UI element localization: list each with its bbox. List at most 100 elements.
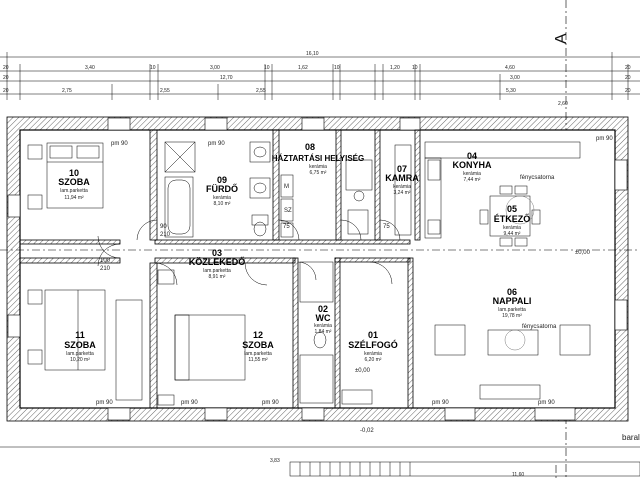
sill-label: pm 90 bbox=[538, 400, 555, 406]
room-floor: kerámia bbox=[393, 184, 411, 190]
room-floor: kerámia bbox=[314, 323, 332, 329]
dim-label: 10 bbox=[412, 65, 418, 71]
m-label: M bbox=[284, 184, 289, 190]
furniture bbox=[27, 141, 591, 406]
dim-label: 1,20 bbox=[390, 65, 400, 71]
room-10: 10 SZOBA lam.parketta 11,94 m² bbox=[58, 168, 90, 201]
room-03: 03 KÖZLEKEDŐ lam.parketta 8,91 m² bbox=[189, 248, 246, 280]
room-08: 08 HÁZTARTÁSI HELYISÉG kerámia 6,75 m² bbox=[272, 142, 364, 176]
room-12: 12 SZOBA lam.parketta 11,55 m² bbox=[242, 330, 274, 363]
sill-label: pm 90 bbox=[111, 141, 128, 147]
dim-label: 20 bbox=[3, 88, 9, 94]
doors bbox=[97, 219, 401, 286]
dim-label: 20 bbox=[625, 88, 631, 94]
room-area: 11,94 m² bbox=[64, 195, 84, 201]
dim-label: 5,30 bbox=[506, 88, 516, 94]
level-label: ±0,00 bbox=[355, 368, 371, 374]
room-name: SZOBA bbox=[58, 177, 90, 187]
room-floor: lam.parketta bbox=[498, 307, 526, 313]
room-04: 04 KONYHA kerámia 7,44 m² bbox=[452, 151, 492, 183]
sill-label: pm 90 bbox=[181, 400, 198, 406]
room-area: 8,10 m² bbox=[214, 201, 231, 207]
door-width-label: 75 bbox=[283, 224, 290, 230]
dimension-lines-top: 16,10 20 3,40 10 3,00 10 1,62 10 1,20 10… bbox=[0, 51, 640, 478]
room-name: FÜRDŐ bbox=[206, 183, 238, 194]
interior-walls bbox=[19, 129, 421, 409]
level-label: ±0,00 bbox=[575, 250, 591, 256]
room-number: 05 bbox=[507, 204, 517, 214]
dim-label: 3,83 bbox=[270, 458, 280, 464]
room-name: KONYHA bbox=[452, 160, 492, 170]
dim-label: 11,60 bbox=[512, 472, 524, 478]
level-label: -0,02 bbox=[360, 428, 374, 434]
room-number: 06 bbox=[507, 287, 517, 297]
room-floor: lam.parketta bbox=[66, 351, 94, 357]
room-number: 07 bbox=[397, 164, 407, 174]
room-number: 02 bbox=[318, 304, 328, 314]
room-name: NAPPALI bbox=[493, 296, 532, 306]
room-number: 09 bbox=[217, 175, 227, 185]
dim-label: 20 bbox=[625, 75, 631, 81]
room-floor: lam.parketta bbox=[244, 351, 272, 357]
dim-label: 3,00 bbox=[510, 75, 520, 81]
room-area: 10,20 m² bbox=[70, 357, 90, 363]
dim-label: 2,55 bbox=[160, 88, 170, 94]
room-number: 12 bbox=[253, 330, 263, 340]
dim-label: 20 bbox=[3, 75, 9, 81]
room-01: 01 SZÉLFOGÓ kerámia 6,20 m² bbox=[348, 330, 398, 363]
skylight-label: fénycsatorna bbox=[522, 324, 557, 330]
room-labels: 10 SZOBA lam.parketta 11,94 m² 09 FÜRDŐ … bbox=[58, 142, 531, 363]
dim-label: 1,62 bbox=[298, 65, 308, 71]
sill-label: pm 90 bbox=[208, 141, 225, 147]
door-width-label: 90 bbox=[160, 224, 167, 230]
dim-label: 10 bbox=[150, 65, 156, 71]
annotations: fénycsatorna fénycsatorna pm 90 pm 90 pm… bbox=[96, 136, 640, 442]
room-floor: kerámia bbox=[463, 171, 481, 177]
room-area: 7,44 m² bbox=[464, 177, 481, 183]
room-number: 01 bbox=[368, 330, 378, 340]
room-area: 9,44 m² bbox=[504, 231, 521, 237]
room-floor: lam.parketta bbox=[60, 188, 88, 194]
dim-label: 3,40 bbox=[85, 65, 95, 71]
room-name: KAMRA bbox=[385, 173, 419, 183]
room-area: 8,91 m² bbox=[209, 274, 226, 280]
dim-label: 2,60 bbox=[558, 101, 568, 107]
room-area: 19,78 m² bbox=[502, 313, 522, 319]
room-name: HÁZTARTÁSI HELYISÉG bbox=[272, 154, 364, 163]
dim-label: 2,75 bbox=[62, 88, 72, 94]
room-floor: kerámia bbox=[213, 195, 231, 201]
room-number: 10 bbox=[69, 168, 79, 178]
room-name: ÉTKEZŐ bbox=[494, 213, 531, 224]
room-05: 05 ÉTKEZŐ kerámia 9,44 m² bbox=[494, 204, 531, 237]
door-height-label: 210 bbox=[160, 232, 171, 238]
sill-label: pm 90 bbox=[432, 400, 449, 406]
room-floor: kerámia bbox=[309, 164, 327, 170]
dim-label: 20 bbox=[3, 65, 9, 71]
sz-label: SZ bbox=[284, 208, 292, 214]
room-number: 04 bbox=[467, 151, 477, 161]
room-name: KÖZLEKEDŐ bbox=[189, 256, 246, 267]
dim-label: 2,55 bbox=[256, 88, 266, 94]
room-floor: kerámia bbox=[503, 225, 521, 231]
room-floor: kerámia bbox=[364, 351, 382, 357]
room-number: 08 bbox=[305, 142, 315, 152]
dim-label: 12,70 bbox=[220, 75, 233, 81]
room-floor: lam.parketta bbox=[203, 268, 231, 274]
cut-text: baral bbox=[622, 433, 640, 442]
room-name: SZOBA bbox=[64, 340, 96, 350]
room-area: 11,55 m² bbox=[248, 357, 268, 363]
door-width-label: 100 bbox=[100, 258, 111, 264]
room-area: 6,20 m² bbox=[365, 357, 382, 363]
room-06: 06 NAPPALI lam.parketta 19,78 m² bbox=[493, 287, 532, 319]
room-09: 09 FÜRDŐ kerámia 8,10 m² bbox=[206, 175, 238, 207]
room-area: 1,84 m² bbox=[315, 329, 332, 335]
sill-label: pm 90 bbox=[262, 400, 279, 406]
room-name: SZOBA bbox=[242, 340, 274, 350]
sill-label: pm 90 bbox=[596, 136, 613, 142]
dim-total-width: 16,10 bbox=[306, 51, 319, 57]
room-name: WC bbox=[316, 313, 331, 323]
dim-label: 10 bbox=[334, 65, 340, 71]
dim-label: 4,60 bbox=[505, 65, 515, 71]
room-area: 3,24 m² bbox=[394, 190, 411, 196]
